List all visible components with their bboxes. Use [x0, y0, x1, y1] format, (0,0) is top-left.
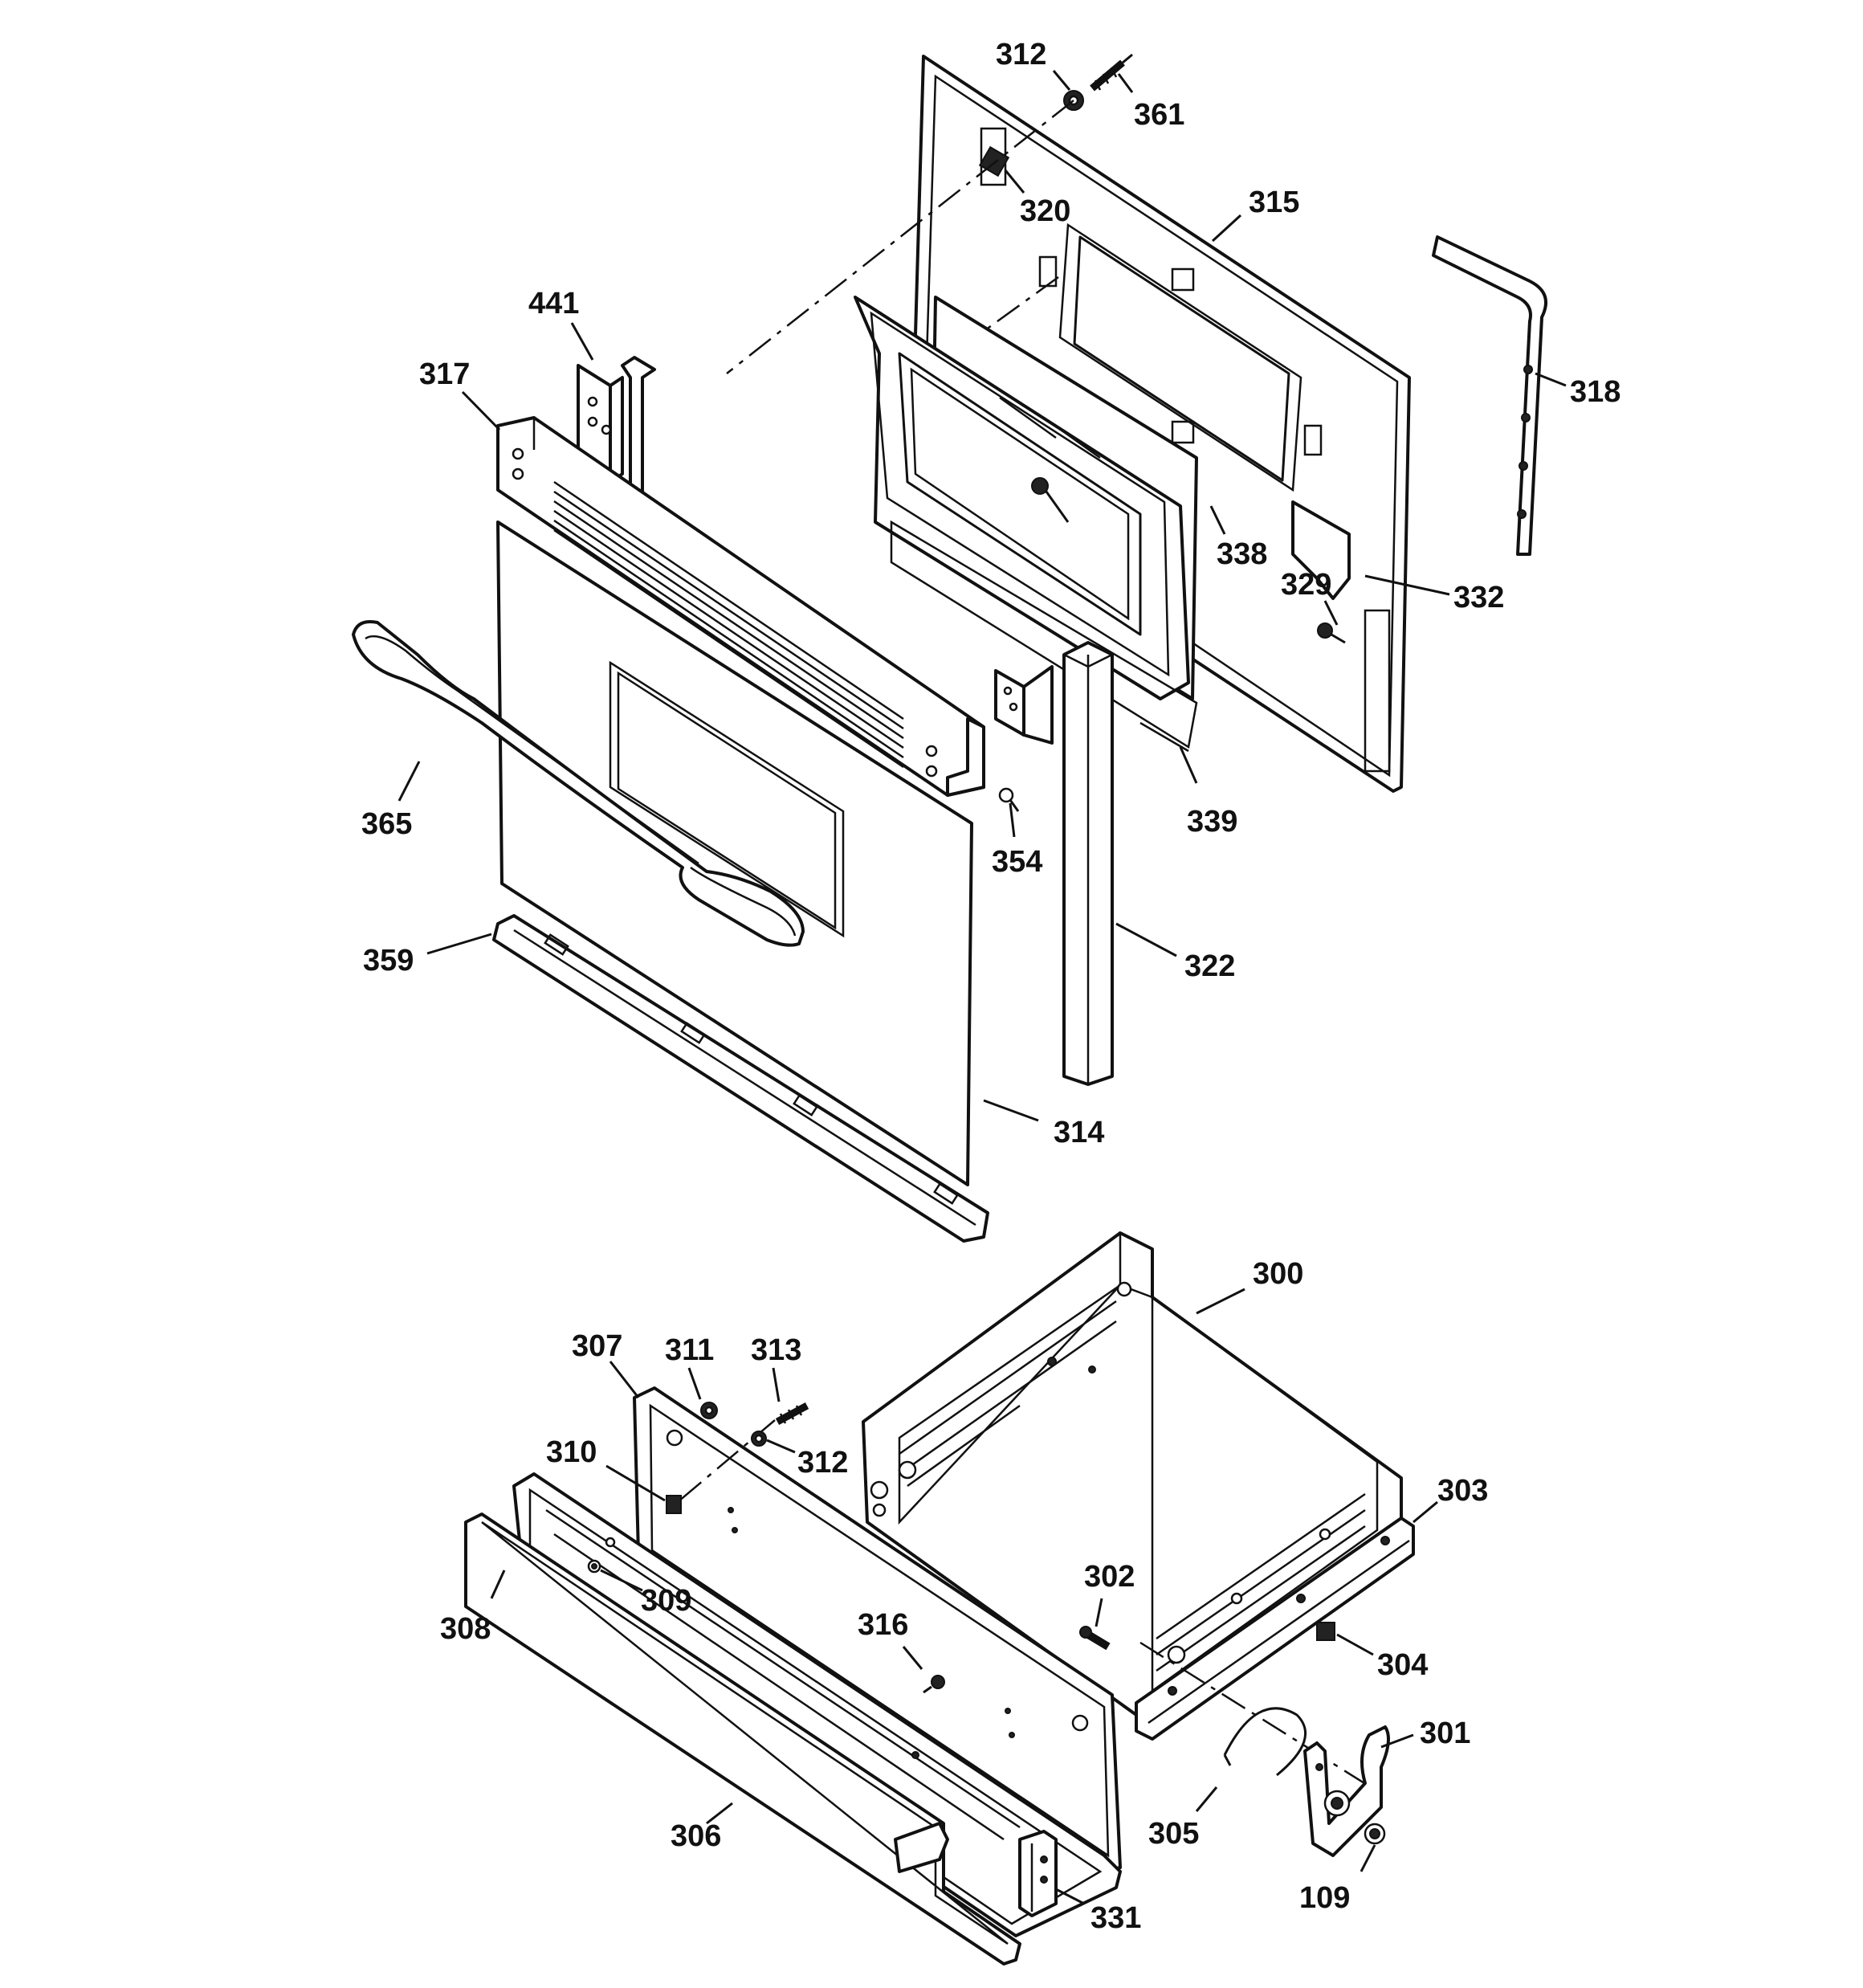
- part-322-side-trim: [1062, 641, 1114, 1086]
- part-308-drawer-trim: [464, 1512, 1021, 1966]
- callout-365: 365: [361, 807, 412, 841]
- callout-316: 316: [858, 1608, 908, 1642]
- callout-331: 331: [1090, 1901, 1141, 1935]
- callout-322: 322: [1184, 949, 1235, 983]
- callout-332: 332: [1453, 581, 1504, 614]
- part-300-drawer-body: [862, 1231, 1403, 1717]
- part-361-screw-top: [1090, 53, 1133, 92]
- callout-310: 310: [546, 1435, 597, 1469]
- part-312-washer-bottom: [751, 1431, 767, 1447]
- part-301-side-bracket: [1303, 1725, 1390, 1857]
- part-317-vent-trim: [496, 416, 985, 797]
- leader-lines: [397, 70, 1567, 1905]
- callout-308: 308: [440, 1612, 491, 1646]
- callout-318: 318: [1570, 375, 1620, 409]
- part-354-screw: [998, 787, 1020, 812]
- callout-300: 300: [1253, 1257, 1303, 1291]
- vent-slots: [553, 480, 904, 769]
- callout-313: 313: [751, 1333, 801, 1367]
- callout-304: 304: [1377, 1648, 1428, 1682]
- part-109-nut: [1364, 1823, 1386, 1845]
- callout-354: 354: [992, 845, 1042, 879]
- part-315-door-inner-panel: [910, 55, 1411, 793]
- callout-303: 303: [1437, 1474, 1488, 1508]
- part-365-door-handle: [352, 620, 805, 947]
- part-331-drawer-hinge: [1018, 1830, 1058, 1917]
- callout-109: 109: [1299, 1881, 1350, 1915]
- callout-labels: 312 361 320 315 318 441 317 338 329 332 …: [361, 38, 1620, 1935]
- callout-306: 306: [671, 1819, 721, 1853]
- part-311-nut: [700, 1402, 718, 1419]
- callout-312-top: 312: [996, 38, 1046, 71]
- callout-312-bottom: 312: [797, 1446, 848, 1480]
- part-338-window-frame: [854, 296, 1198, 700]
- part-359-bottom-trim: [492, 914, 989, 1243]
- callout-361: 361: [1134, 98, 1184, 132]
- callout-311: 311: [665, 1333, 714, 1367]
- part-313-screw: [775, 1402, 809, 1425]
- part-329-screw: [1317, 623, 1346, 644]
- part-318-door-gasket: [1432, 235, 1547, 556]
- part-314-outer-door-panel: [496, 520, 973, 1186]
- callout-301: 301: [1420, 1717, 1470, 1750]
- part-304-roller: [1316, 1622, 1335, 1641]
- callout-338: 338: [1217, 537, 1267, 571]
- callout-307: 307: [572, 1329, 622, 1363]
- callout-305: 305: [1148, 1817, 1199, 1851]
- part-303-drawer-rail: [1135, 1517, 1415, 1741]
- callout-320: 320: [1020, 194, 1070, 228]
- part-310-clip: [666, 1495, 682, 1514]
- part-316-screw: [923, 1675, 945, 1694]
- callout-329: 329: [1281, 568, 1331, 602]
- callout-359: 359: [363, 944, 414, 978]
- callout-314: 314: [1054, 1116, 1104, 1149]
- part-hinge-bracket-center: [994, 665, 1054, 745]
- callout-339: 339: [1187, 805, 1237, 839]
- callout-315: 315: [1249, 186, 1299, 219]
- part-339-window-backing: [890, 520, 1198, 753]
- part-302-stud: [1079, 1626, 1111, 1651]
- part-305-wire-spring: [1223, 1707, 1307, 1777]
- callout-309: 309: [641, 1584, 691, 1618]
- callout-441: 441: [528, 287, 579, 320]
- assembly-axis-top: [726, 100, 1074, 374]
- callout-317: 317: [419, 357, 470, 391]
- callout-302: 302: [1084, 1560, 1135, 1594]
